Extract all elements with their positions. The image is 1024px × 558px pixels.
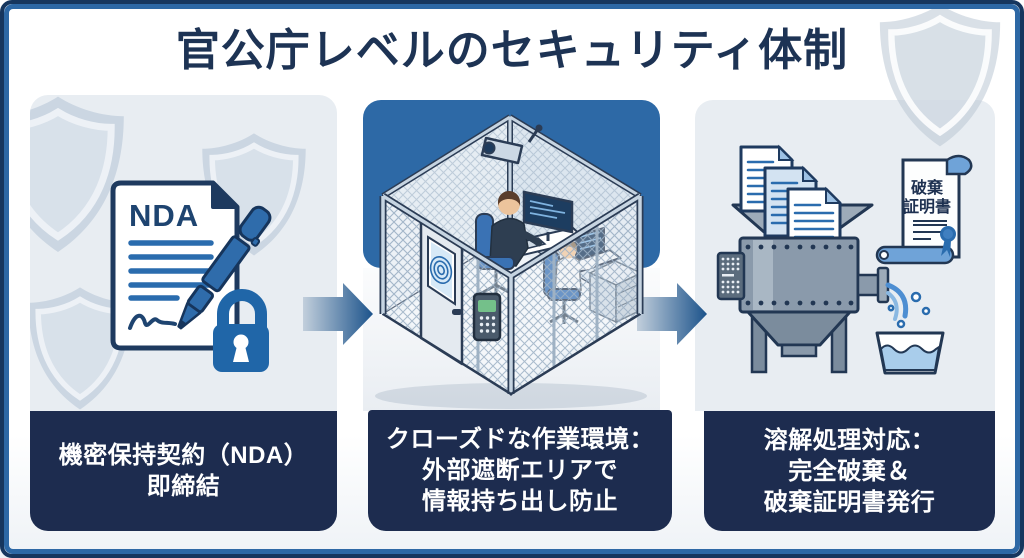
door-handle: [452, 309, 462, 315]
control-panel-icon: [716, 251, 746, 301]
nda-illustration: NDA: [30, 95, 337, 411]
certificate-icon: 破棄 証明書: [875, 154, 973, 265]
page-title: 官公庁レベルのセキュリティ体制: [175, 26, 849, 75]
caption-closed-room: クローズドな作業環境： 外部遮断エリアで 情報持ち出し防止: [368, 410, 672, 531]
caption-line: クローズドな作業環境：: [385, 426, 655, 453]
dissolution-illustration: 破棄 証明書: [716, 144, 973, 375]
caption-line: 外部遮断エリアで: [422, 457, 618, 484]
caption-line: 溶解処理対応：: [763, 426, 936, 454]
caption-dissolution: 溶解処理対応： 完全破棄＆ 破棄証明書発行: [704, 411, 995, 531]
caption-line: 機密保持契約（NDA）: [58, 442, 309, 469]
fingerprint-icon: [429, 255, 453, 285]
seal-ribbon-icon: [940, 226, 956, 257]
arrow-right-icon: [637, 283, 707, 345]
nda-label: NDA: [129, 198, 199, 233]
shield-watermark-icon: [879, 4, 1001, 147]
dissolution-machine-icon: [716, 236, 890, 374]
liquid-pour-icon: [885, 282, 931, 329]
fingerprint-panel: [431, 242, 452, 299]
secure-cage-illustration: [375, 114, 647, 409]
cage-shadow: [375, 383, 647, 409]
panel-nda: NDA: [30, 95, 337, 411]
caption-nda: 機密保持契約（NDA） 即締結: [30, 411, 337, 531]
certificate-label-line1: 破棄: [911, 178, 944, 197]
documents-icon: [739, 144, 843, 262]
caption-line: 完全破棄＆: [788, 457, 911, 485]
caption-line: 破棄証明書発行: [763, 488, 936, 516]
certificate-label-line2: 証明書: [903, 197, 951, 216]
panel-dissolution: 破棄 証明書: [695, 100, 995, 411]
arrow-right-icon: [303, 283, 373, 345]
outlet-pipe: [856, 273, 882, 297]
rivets: [745, 244, 854, 306]
pen-icon: [177, 205, 272, 330]
water-tub-icon: [875, 331, 945, 375]
caption-line: 即締結: [146, 473, 221, 500]
signature-squiggle: [128, 313, 177, 330]
door: [419, 218, 464, 366]
keypad-icon: [472, 292, 502, 342]
cctv-camera-icon: [480, 124, 543, 165]
caption-line: 情報持ち出し防止: [422, 488, 618, 515]
cage-front-frame: [379, 193, 644, 396]
cage-back-frame: [381, 114, 642, 235]
padlock-icon: [213, 289, 269, 372]
